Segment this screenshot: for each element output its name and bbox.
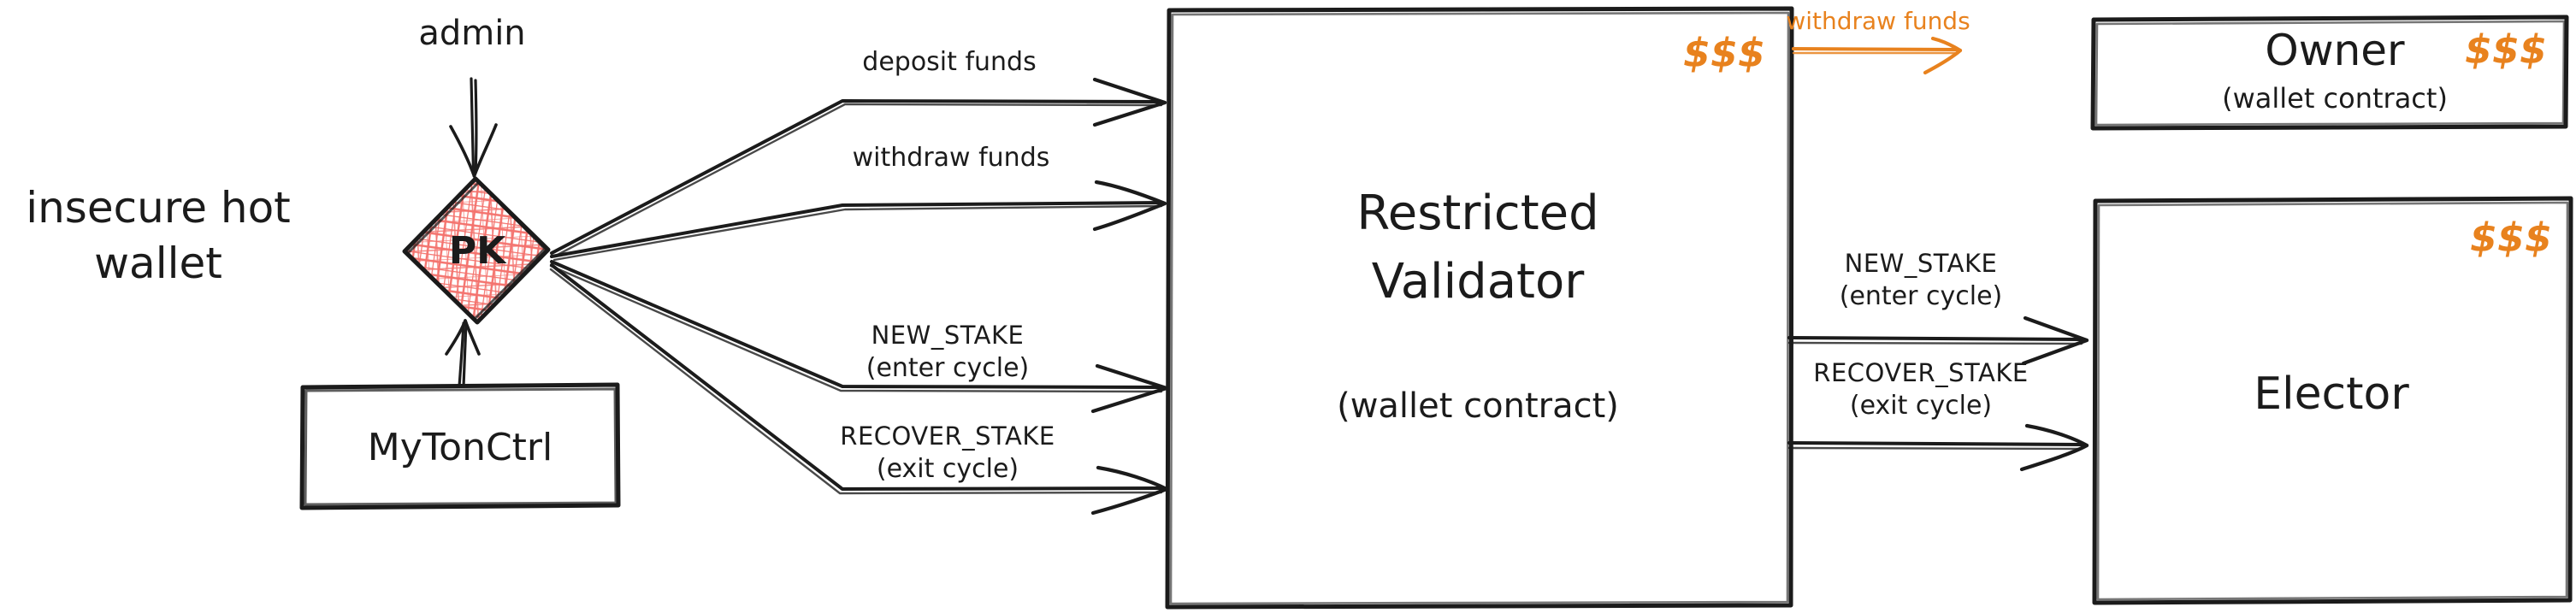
edge-new-stake-elector-sublabel: (enter cycle)	[1840, 281, 2003, 311]
elector-title: Elector	[2254, 368, 2409, 420]
insecure-hot-wallet-line1: insecure hot	[26, 183, 291, 233]
restricted-validator-title-line1: Restricted	[1356, 186, 1598, 241]
insecure-hot-wallet-line2: wallet	[94, 239, 222, 288]
restricted-validator-box	[1165, 6, 1794, 610]
edge-recover-stake-elector-label: RECOVER_STAKE	[1813, 358, 2028, 387]
edge-withdraw-funds-owner: withdraw funds	[1786, 7, 1970, 75]
edge-deposit-funds: deposit funds	[550, 47, 1167, 258]
admin-label: admin	[418, 14, 525, 53]
edge-withdraw-funds: withdraw funds	[550, 143, 1167, 262]
restricted-validator-title-line2: Validator	[1372, 254, 1585, 309]
myton-ctrl-node[interactable]: MyTonCtrl	[299, 382, 621, 510]
restricted-validator-box-2	[1169, 11, 1790, 605]
restricted-validator-node[interactable]: $$$ Restricted Validator (wallet contrac…	[1165, 6, 1794, 610]
restricted-validator-money: $$$	[1683, 30, 1765, 76]
edge-withdraw-funds-owner-label: withdraw funds	[1786, 7, 1970, 35]
owner-subtitle: (wallet contract)	[2222, 82, 2448, 115]
insecure-hot-wallet-label: insecure hot wallet	[26, 183, 291, 288]
elector-box	[2092, 196, 2573, 605]
owner-title: Owner	[2265, 26, 2405, 75]
pk-node[interactable]: PK	[402, 176, 551, 325]
pk-diamond-border-2	[406, 180, 547, 321]
edge-new-stake: NEW_STAKE (enter cycle)	[549, 260, 1169, 414]
admin-text: admin	[418, 14, 525, 53]
myton-ctrl-box	[299, 382, 621, 510]
edge-new-stake-elector-label: NEW_STAKE	[1845, 249, 1998, 278]
restricted-validator-subtitle: (wallet contract)	[1337, 386, 1619, 426]
elector-node[interactable]: $$$ Elector	[2092, 196, 2573, 605]
edge-recover-stake: RECOVER_STAKE (exit cycle)	[549, 263, 1169, 516]
edge-new-stake-label: NEW_STAKE	[871, 321, 1025, 350]
edge-new-stake-sublabel: (enter cycle)	[866, 353, 1030, 383]
myton-ctrl-box-2	[304, 387, 617, 506]
edge-deposit-funds-label: deposit funds	[862, 47, 1036, 77]
pk-label: PK	[449, 229, 507, 273]
owner-money: $$$	[2465, 27, 2547, 73]
edge-recover-stake-sublabel: (exit cycle)	[877, 454, 1019, 484]
edge-recover-stake-elector: RECOVER_STAKE (exit cycle)	[1787, 358, 2089, 472]
elector-money: $$$	[2470, 215, 2552, 261]
owner-box-2	[2094, 20, 2566, 127]
edge-withdraw-funds-label: withdraw funds	[853, 143, 1050, 173]
myton-ctrl-label: MyTonCtrl	[368, 426, 553, 469]
myton-to-pk-arrow	[445, 319, 481, 388]
edge-recover-stake-elector-sublabel: (exit cycle)	[1850, 391, 1992, 421]
owner-box	[2090, 15, 2569, 131]
owner-node[interactable]: Owner $$$ (wallet contract)	[2090, 15, 2569, 131]
elector-box-2	[2096, 201, 2569, 601]
edge-new-stake-elector: NEW_STAKE (enter cycle)	[1787, 249, 2089, 366]
edge-recover-stake-label: RECOVER_STAKE	[840, 421, 1055, 451]
admin-to-pk-arrow	[449, 77, 498, 178]
